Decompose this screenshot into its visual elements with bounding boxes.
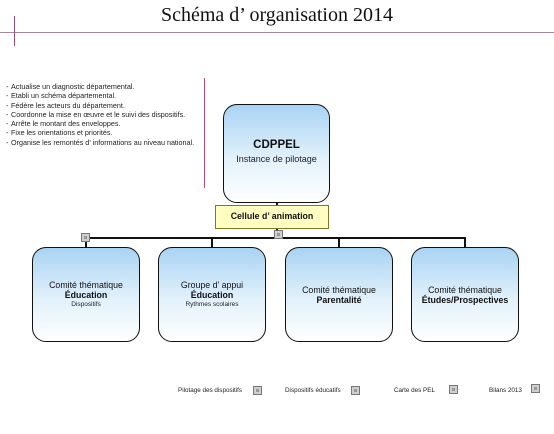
list-item: -Fixe les orientations et priorités. bbox=[6, 128, 113, 138]
committee-box-etudes[interactable]: Comité thématique Études/Prospectives bbox=[411, 247, 519, 342]
list-item: -Arrête le montant des enveloppes. bbox=[6, 119, 121, 129]
connector-drop-1 bbox=[85, 237, 87, 248]
document-link-icon[interactable] bbox=[81, 233, 90, 242]
connector-drop-3 bbox=[338, 237, 340, 248]
list-item: -Etabli un schéma départemental. bbox=[6, 91, 117, 101]
list-side-rule bbox=[204, 78, 205, 188]
title-divider bbox=[0, 32, 554, 33]
list-item: -Actualise un diagnostic départemental. bbox=[6, 82, 135, 91]
footer-link-icon[interactable] bbox=[351, 386, 360, 395]
footer-link-dispositifs[interactable]: Dispositifs éducatifs bbox=[285, 387, 341, 394]
cdppel-subtitle: Instance de pilotage bbox=[236, 154, 317, 164]
committee-box-education[interactable]: Comité thématique Éducation Dispositifs bbox=[32, 247, 140, 342]
cellule-animation-box[interactable]: Cellule d’ animation bbox=[215, 205, 329, 229]
list-item: -Coordonne la mise en œuvre et le suivi … bbox=[6, 109, 186, 119]
cdppel-name: CDPPEL bbox=[253, 139, 300, 151]
footer-link-bilans[interactable]: Bilans 2013 bbox=[489, 387, 522, 394]
connector-drop-4 bbox=[464, 237, 466, 248]
footer-link-icon[interactable] bbox=[449, 385, 458, 394]
mission-list: -Actualise un diagnostic départemental. … bbox=[6, 82, 206, 147]
page-title: Schéma d’ organisation 2014 bbox=[161, 4, 393, 26]
list-item: -Organise les remontés d’ informations a… bbox=[6, 137, 195, 147]
committee-box-parentalite[interactable]: Comité thématique Parentalité bbox=[285, 247, 393, 342]
cdppel-box[interactable]: CDPPEL Instance de pilotage bbox=[223, 104, 330, 203]
footer-link-icon[interactable] bbox=[253, 386, 262, 395]
support-group-box-education[interactable]: Groupe d’ appui Éducation Rythmes scolai… bbox=[158, 247, 266, 342]
footer-link-pilotage[interactable]: Pilotage des dispositifs bbox=[178, 387, 243, 394]
connector-drop-2 bbox=[211, 237, 213, 248]
document-link-icon[interactable] bbox=[274, 230, 283, 239]
connector-main-cellule bbox=[276, 202, 278, 206]
title-accent-line bbox=[14, 16, 15, 46]
list-item: -Fédère les acteurs du département. bbox=[6, 100, 125, 110]
footer-link-icon[interactable] bbox=[531, 384, 540, 393]
footer-link-carte[interactable]: Carte des PEL bbox=[394, 387, 435, 394]
